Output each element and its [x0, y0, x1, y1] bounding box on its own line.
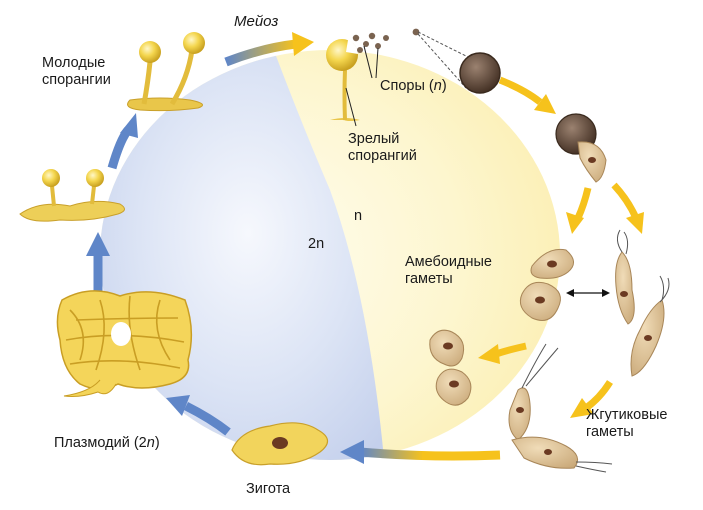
arrow-flagellated-pair — [583, 380, 613, 411]
germinating-spore — [555, 113, 607, 183]
arrow-head — [166, 395, 190, 416]
arrow-head — [86, 232, 110, 256]
fusion-arrow-head — [340, 440, 364, 464]
label-plasmodium-suffix: ) — [154, 435, 160, 451]
label-spores-ploidy: n — [433, 78, 442, 94]
sporangium-pointer — [345, 87, 357, 127]
haploid-arrow-heads — [478, 94, 644, 418]
zoom-line — [417, 33, 467, 89]
flagellated-gametes — [508, 229, 670, 473]
spore-cluster — [352, 28, 420, 53]
label-plasmodium: Плазмодий (2n) — [54, 435, 160, 452]
haploid-arrows — [494, 76, 640, 411]
label-amoeboid-gametes-line1: Амебоидные — [405, 254, 492, 270]
label-zygote: Зигота — [246, 481, 291, 497]
label-mature-sporangium-line2: спорангий — [348, 148, 417, 164]
plasmodium — [56, 290, 193, 397]
meiosis-arrow — [224, 39, 297, 67]
label-amoeboid-gametes-line2: гаметы — [405, 271, 453, 287]
meiosis-arrow-head — [292, 32, 314, 56]
label-spores: Споры (n) — [380, 78, 447, 95]
arrow-zygote-to-plasmodium — [183, 401, 231, 436]
amoeboid-gametes — [429, 248, 574, 406]
arrow-to-flagellated — [611, 182, 640, 220]
label-flagellated-gametes-line2: гаметы — [586, 424, 634, 440]
label-spores-suffix: ) — [441, 78, 447, 94]
label-plasmodium-prefix: Плазмодий (2 — [54, 435, 147, 451]
arrow-to-amoeboid — [574, 187, 592, 220]
label-flagellated-gametes-line1: Жгутиковые — [586, 407, 668, 423]
label-plasmodium-ploidy: n — [146, 435, 155, 451]
zygote — [231, 422, 329, 466]
fusion-arrow — [359, 447, 501, 461]
label-spores-prefix: Споры ( — [380, 78, 434, 94]
arrow-head — [120, 113, 138, 138]
zoom-line — [417, 31, 471, 59]
label-mature-sporangium-line1: Зрелый — [348, 131, 400, 147]
label-young-sporangia-line2: спорангии — [42, 72, 111, 88]
mature-sporangium — [326, 39, 360, 121]
emerging-sporangia — [19, 169, 125, 222]
spores-pointer — [375, 47, 379, 79]
label-diploid: 2n — [308, 236, 325, 252]
label-meiosis: Мейоз — [234, 13, 279, 30]
spores-pointer — [363, 45, 373, 79]
label-young-sporangia-line1: Молодые — [42, 55, 106, 71]
arrow-spore-release — [498, 76, 543, 105]
young-sporangia — [127, 32, 205, 112]
label-haploid: n — [354, 208, 363, 224]
spore-enlarged — [459, 52, 501, 94]
